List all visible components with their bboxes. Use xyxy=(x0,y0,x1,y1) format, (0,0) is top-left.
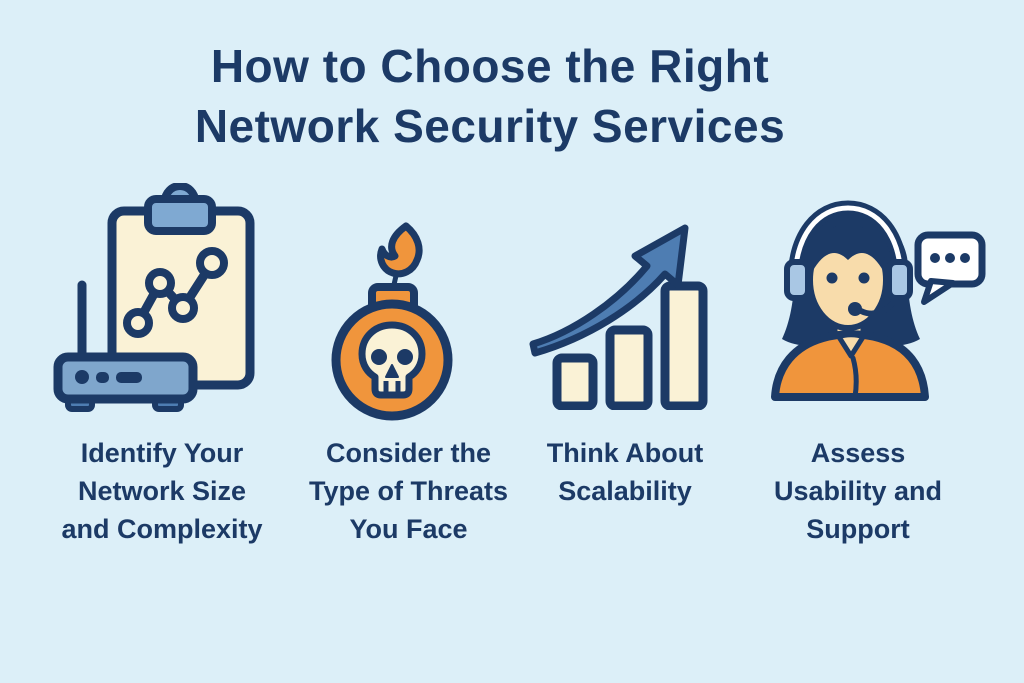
headset-mic-boom xyxy=(858,295,899,317)
chart-points xyxy=(123,247,228,338)
agent-eye-right xyxy=(858,272,870,284)
flame xyxy=(377,222,423,278)
page-title-line1: How to Choose the Right xyxy=(210,40,770,92)
chart-line xyxy=(133,258,217,328)
headset-mic xyxy=(848,302,862,316)
figure-threats xyxy=(320,213,470,423)
growth-arrow-chart-icon xyxy=(529,224,708,410)
router-lights xyxy=(75,370,142,384)
growth-arrow xyxy=(529,224,689,357)
figure-network-size xyxy=(38,183,273,418)
headset-earcup-right xyxy=(886,259,913,301)
page-title: How to Choose the Right Network Security… xyxy=(0,36,980,156)
caption-usability-support: Assess Usability and Support xyxy=(773,438,943,544)
caption-scalability: Think About Scalability xyxy=(546,438,704,506)
page-title-line2: Network Security Services xyxy=(194,100,786,152)
skull-face xyxy=(371,349,413,393)
clipboard-router-icon xyxy=(53,183,255,412)
agent-hair-fringe xyxy=(809,224,887,276)
speech-bubble-tail xyxy=(921,278,956,305)
figure-support xyxy=(763,196,993,406)
headset-band-stripe xyxy=(792,205,904,283)
support-agent-icon xyxy=(771,200,986,401)
clipboard-clip xyxy=(144,195,216,235)
shirt-collar xyxy=(836,332,866,359)
bars xyxy=(552,281,708,410)
shirt-seam xyxy=(850,355,859,400)
skull xyxy=(358,321,426,399)
agent-eye-left xyxy=(826,272,838,284)
headset-earcup-left xyxy=(784,259,811,301)
caption-network-size: Identify Your Network Size and Complexit… xyxy=(61,438,263,544)
bomb-skull-icon xyxy=(331,222,453,421)
speech-bubble-dots xyxy=(930,253,970,263)
caption-threats: Consider the Type of Threats You Face xyxy=(308,438,509,544)
figure-scalability xyxy=(525,220,715,410)
